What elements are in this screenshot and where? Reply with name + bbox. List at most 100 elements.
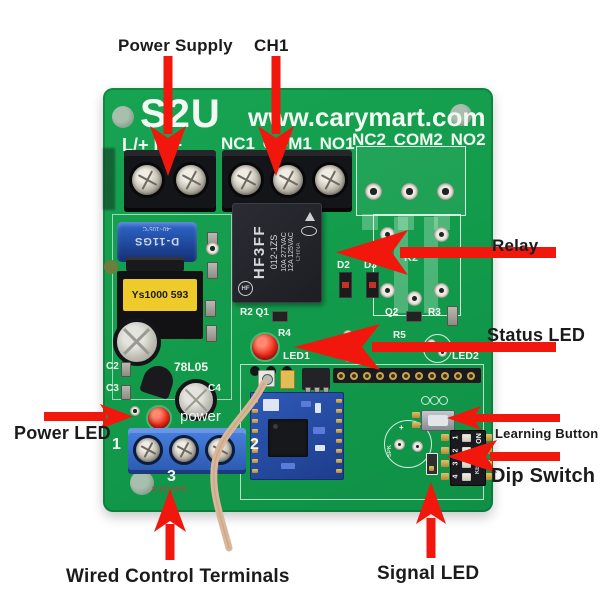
transistor-q2 (406, 311, 422, 322)
board-website: www.carymart.com (248, 102, 486, 132)
led2-label: LED2 (452, 350, 479, 362)
solder-pad (438, 348, 447, 357)
psu-section-outline (112, 214, 232, 400)
signal-led-label: Signal LED (377, 563, 480, 584)
power-supply-label: Power Supply (118, 36, 233, 55)
led1-label: LED1 (283, 350, 310, 362)
learning-button-label: Learning Button (495, 426, 599, 441)
edge-sticker (103, 148, 115, 210)
terminal-1-label: 1 (112, 436, 121, 453)
header-socket (333, 368, 481, 383)
wired-terminal-block (128, 428, 246, 474)
wired-terminals-arrow (154, 489, 186, 560)
solder-pad (434, 283, 449, 298)
test-point (421, 396, 430, 405)
mounting-hole (450, 104, 472, 126)
smd-component (121, 362, 131, 377)
relay-label: Relay (492, 236, 539, 255)
inductor-bead (104, 260, 118, 274)
regulator-label: 78L05 (174, 360, 209, 374)
pcb-trace (398, 214, 414, 230)
signal-led-component (426, 453, 438, 475)
header-pin (402, 372, 410, 380)
solder-pad (441, 434, 449, 441)
status-led-label: Status LED (487, 325, 586, 345)
c3-label: C3 (106, 383, 119, 394)
c4-label: C4 (208, 383, 221, 394)
header-pin (350, 372, 358, 380)
transformer-label: Ys1000 593 (131, 289, 189, 301)
solder-pad (130, 406, 140, 416)
solder-pad (380, 283, 395, 298)
test-point (439, 396, 448, 405)
d3-label: D3 (364, 260, 377, 271)
power-led-component (148, 407, 170, 429)
solder-pad (412, 422, 420, 428)
r2-q1-label: R2 Q1 (240, 307, 269, 318)
header-pin (415, 372, 423, 380)
r3-label: R3 (428, 307, 441, 318)
smd-component (121, 385, 131, 400)
resistor-r3 (447, 306, 458, 326)
header-pin (363, 372, 371, 380)
relay-arrow (336, 230, 556, 275)
signal-led-arrow (416, 482, 446, 558)
ch2-terminal-label: NC2 COM2 NO2 (352, 130, 486, 149)
through-hole (250, 366, 260, 376)
solder-pad (394, 439, 405, 450)
status-led-component (252, 334, 278, 360)
terminal-3-label: 3 (167, 468, 176, 485)
header-pin (376, 372, 384, 380)
wired-control-terminals-label: Wired Control Terminals (66, 566, 290, 587)
solder-pad (206, 242, 219, 255)
terminal-2-label: 2 (250, 436, 259, 453)
header-pin (337, 372, 345, 380)
dip-slider (462, 460, 471, 468)
ch2-terminal-footprint (356, 146, 466, 216)
header-pin (428, 372, 436, 380)
header-pin (441, 372, 449, 380)
dip-switch-arrow (447, 440, 560, 473)
cert-triangle-icon (305, 212, 315, 221)
terminal-screw (172, 438, 196, 462)
dip-slider (462, 473, 471, 481)
terminal-screw (132, 165, 162, 195)
solder-pad (365, 183, 382, 200)
solder-pad (485, 473, 492, 480)
antenna-wire-shade (213, 382, 265, 549)
q2-label: Q2 (385, 307, 399, 318)
solder-pad (412, 412, 420, 418)
power-led-label: Power LED (14, 423, 111, 443)
diode-d2 (339, 272, 352, 298)
ch1-arrow (258, 56, 294, 176)
pcb-trace (362, 214, 378, 230)
solder-pad (437, 183, 454, 200)
transistor-q1 (272, 311, 288, 322)
mounting-hole (130, 471, 154, 495)
electrolytic-capacitor (113, 318, 161, 366)
rf-chip (268, 419, 308, 457)
smd-component (206, 325, 217, 342)
terminal-screw (136, 438, 160, 462)
antenna-wire (210, 379, 268, 552)
test-point (430, 396, 439, 405)
ch1-label: CH1 (254, 36, 289, 55)
c4-capacitor (175, 379, 217, 421)
solder-pad (401, 183, 418, 200)
dip-switch-label: Dip Switch (491, 465, 596, 487)
spk-footprint: + (384, 420, 432, 468)
solder-pad (407, 291, 422, 306)
smd-component (207, 262, 218, 279)
ch1-terminal-block (222, 150, 352, 212)
relay-logo: HF (241, 285, 250, 292)
solder-pad (485, 434, 492, 441)
solder-pad (441, 473, 449, 480)
r5-label: R5 (393, 330, 406, 341)
ch1-terminal-label: NC1 COM1 NO1 (221, 134, 355, 153)
solder-pad (412, 441, 423, 452)
crystal-component (280, 370, 295, 389)
power-silk-label: power (180, 408, 221, 425)
solder-pad (434, 227, 449, 242)
